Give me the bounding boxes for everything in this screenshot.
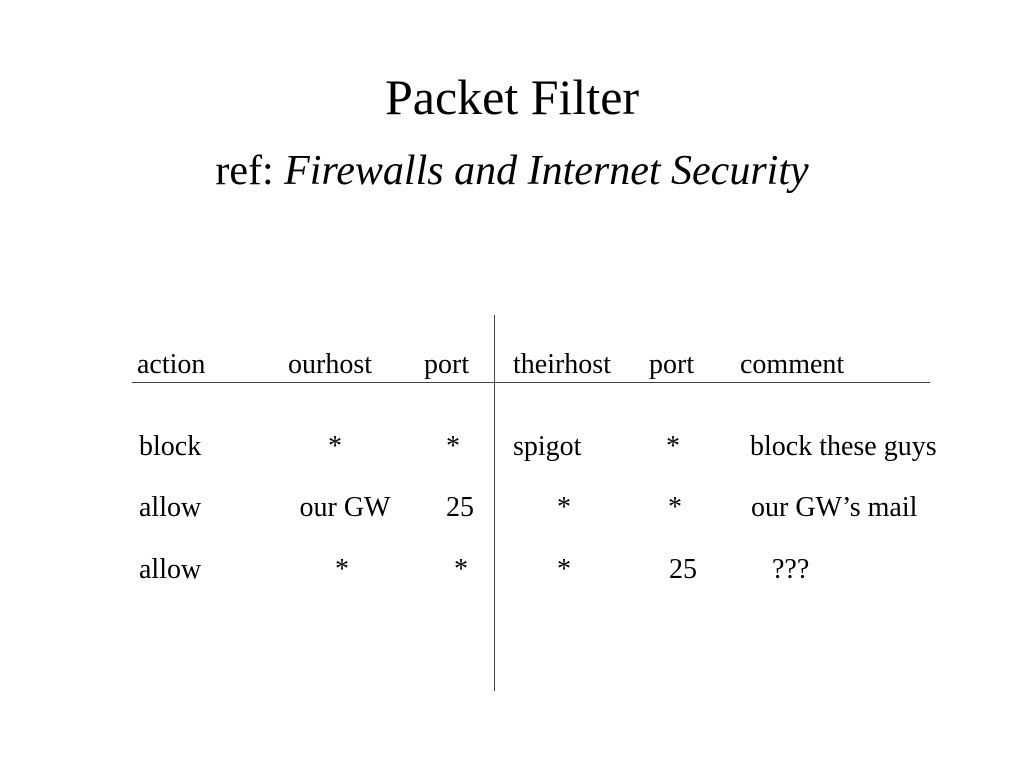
row-2-action: allow — [139, 492, 202, 523]
header-action: action — [137, 349, 206, 380]
row-2-theirhost: * — [557, 492, 571, 523]
header-divider — [132, 382, 930, 383]
subtitle-prefix: ref: — [215, 148, 285, 194]
row-2-ourhost: our GW — [299, 492, 391, 523]
row-1-action: block — [139, 431, 202, 462]
row-1-theirhost: spigot — [513, 431, 582, 462]
row-3-our-port: * — [454, 554, 468, 585]
row-2-our-port: 25 — [446, 492, 474, 523]
header-our-port: port — [424, 349, 470, 380]
row-1-their-port: * — [666, 431, 680, 462]
subtitle-book-title: Firewalls and Internet Security — [284, 148, 809, 194]
row-3-theirhost: * — [557, 554, 571, 585]
row-1-comment: block these guys — [750, 431, 937, 462]
row-1-ourhost: * — [328, 431, 342, 462]
row-3-their-port: 25 — [669, 554, 697, 585]
row-3-action: allow — [139, 554, 202, 585]
row-3-comment: ??? — [772, 554, 810, 585]
row-2-comment: our GW’s mail — [751, 492, 918, 523]
header-theirhost: theirhost — [513, 349, 611, 380]
row-2-their-port: * — [668, 492, 682, 523]
row-3-ourhost: * — [335, 554, 349, 585]
slide-title: Packet Filter — [384, 69, 640, 125]
slide-subtitle: ref: Firewalls and Internet Security — [0, 148, 1024, 194]
header-their-port: port — [649, 349, 695, 380]
row-1-our-port: * — [446, 431, 460, 462]
column-divider — [494, 315, 495, 691]
header-comment: comment — [740, 349, 845, 380]
header-ourhost: ourhost — [288, 349, 372, 380]
